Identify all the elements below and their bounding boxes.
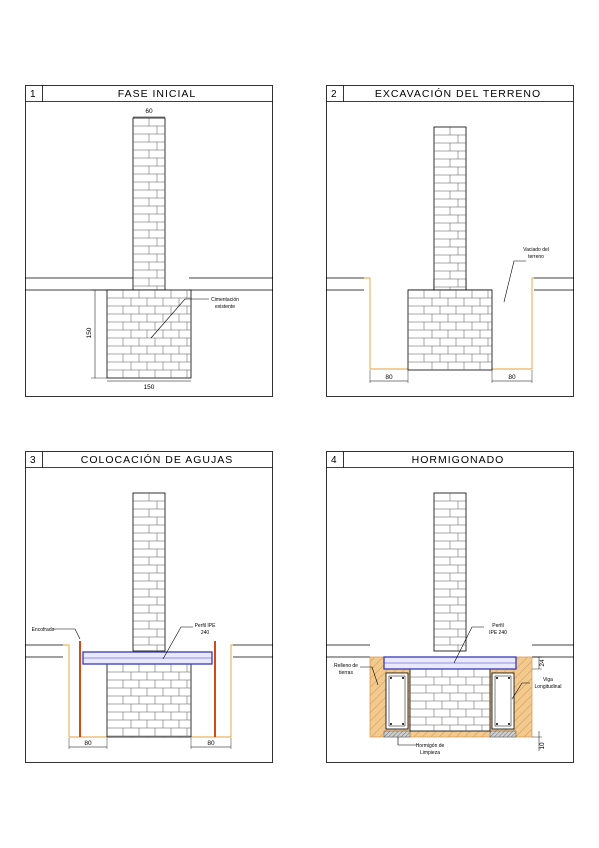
leader-line — [162, 626, 193, 660]
leader-line — [150, 298, 209, 339]
panel-number: 1 — [30, 89, 36, 100]
blinding-right — [489, 730, 517, 738]
leader-line — [397, 737, 416, 746]
dimension-left: 80 — [385, 374, 393, 381]
excavation-right — [191, 644, 233, 738]
longitudinal-beam-left — [385, 672, 409, 730]
dimension-top: 24 — [539, 659, 546, 667]
note-line-1: Vaciado del — [523, 247, 549, 253]
note-line-2: terreno — [528, 254, 544, 260]
existing-foundation — [407, 289, 493, 371]
panel-frame — [326, 451, 574, 763]
note-beam-line-1: Perfil — [492, 623, 503, 629]
brick-wall — [433, 126, 467, 291]
excavation-right — [492, 277, 534, 370]
dimension-foundation-width: 150 — [144, 384, 155, 391]
panel-fase-inicial: 1 FASE INICIAL 60 150 150 Cimentación ex… — [25, 85, 273, 397]
note-blinding-line-1: Hormigón de — [416, 743, 445, 749]
brick-wall — [132, 117, 166, 291]
excavation-left — [364, 277, 408, 370]
leader-line — [503, 260, 526, 303]
longitudinal-beam-right — [491, 672, 515, 730]
existing-foundation — [106, 289, 192, 379]
note-beam-line-2: 240 — [201, 630, 210, 636]
panel-title: FASE INICIAL — [118, 88, 197, 100]
note-fill-line-1: Relleno de — [334, 663, 358, 669]
panel-title: HORMIGONADO — [412, 454, 505, 466]
dimension-right: 80 — [508, 374, 516, 381]
panel-number: 4 — [331, 455, 337, 466]
note-formwork: Encofrado — [32, 627, 55, 633]
leader-line — [511, 682, 530, 700]
panel-agujas: 3 COLOCACIÓN DE AGUJAS 80 80 Encofrado P… — [25, 451, 273, 763]
leader-line — [453, 626, 484, 664]
panel-title: EXCAVACIÓN DEL TERRENO — [375, 87, 541, 100]
existing-foundation — [106, 663, 192, 738]
panel-frame — [326, 85, 574, 397]
note-line-2: existente — [215, 304, 235, 310]
note-line-1: Cimentación — [211, 297, 239, 303]
existing-foundation — [409, 668, 491, 732]
note-beam-line-2: IPE 240 — [489, 630, 507, 636]
leader-line — [360, 666, 379, 686]
panel-frame — [25, 451, 273, 763]
note-long-beam-line-1: Viga — [543, 677, 553, 683]
excavation-left — [63, 644, 107, 738]
note-fill-line-2: tierras — [339, 670, 353, 676]
brick-wall — [132, 492, 166, 652]
panel-number: 2 — [331, 89, 337, 100]
note-blinding-line-2: Limpieza — [420, 750, 440, 756]
panel-number: 3 — [30, 455, 36, 466]
dimension-bottom: 10 — [539, 742, 546, 750]
leader-line — [53, 628, 81, 640]
brick-wall — [433, 492, 467, 652]
panel-title: COLOCACIÓN DE AGUJAS — [81, 453, 233, 466]
dimension-left: 80 — [84, 740, 92, 747]
blinding-left — [383, 730, 411, 738]
note-beam-line-1: Perfil IPE — [195, 623, 217, 629]
note-long-beam-line-2: Longitudinal — [535, 684, 562, 690]
dimension-wall-width: 60 — [145, 108, 153, 115]
panel-frame — [25, 85, 273, 397]
panel-excavacion: 2 EXCAVACIÓN DEL TERRENO 80 80 Vaciado d… — [326, 85, 574, 397]
panel-hormigonado: 4 HORMIGONADO 24 10 — [326, 451, 574, 763]
dimension-right: 80 — [207, 740, 215, 747]
dimension-foundation-height: 150 — [86, 327, 93, 338]
